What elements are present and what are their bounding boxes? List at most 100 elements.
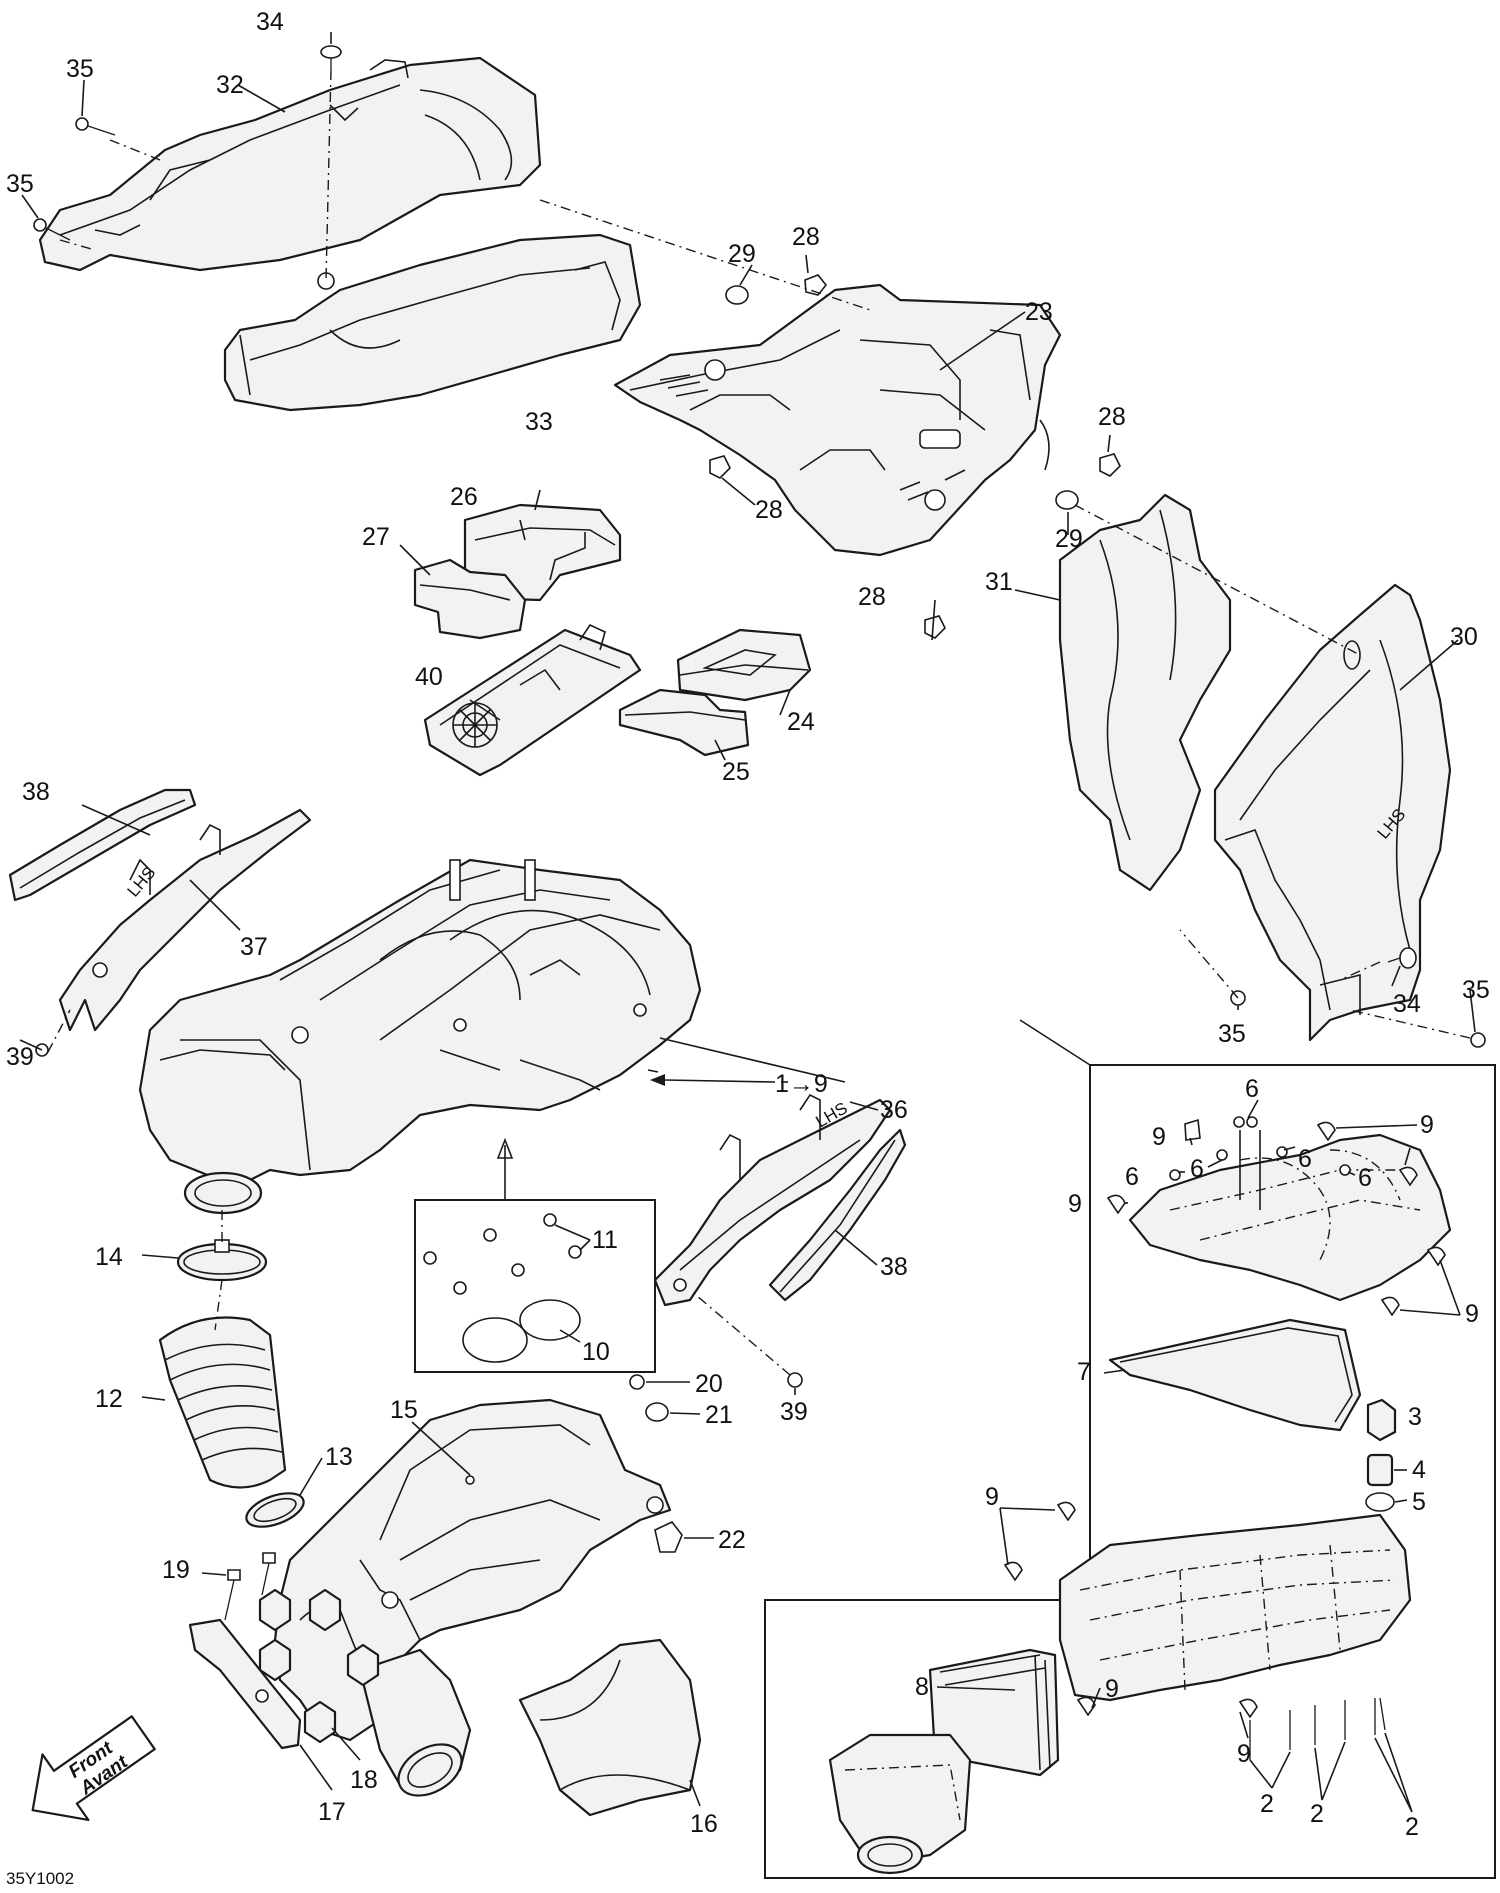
callout-34: 34 (256, 8, 284, 36)
airbox-cover (1128, 1130, 1452, 1302)
callout-11: 11 (592, 1226, 618, 1254)
part-2-screws (1249, 1697, 1386, 1760)
callout-16: 16 (690, 1810, 718, 1838)
callout-2: 2 (1310, 1800, 1324, 1828)
callout-9: 9 (1237, 1740, 1251, 1768)
part-27-foam (413, 558, 527, 640)
callout-38: 38 (880, 1253, 908, 1281)
part-16-filter-bag (518, 1638, 702, 1817)
callout-15: 15 (390, 1396, 418, 1424)
alignment-line (214, 1279, 223, 1331)
callout-20: 20 (695, 1370, 723, 1398)
callout-22: 22 (718, 1526, 746, 1554)
part-23-tray (613, 283, 1062, 557)
part-12-bellows (158, 1316, 287, 1489)
callout-18: 18 (350, 1766, 378, 1794)
callout-6: 6 (1298, 1145, 1312, 1173)
part-25-foam (618, 688, 750, 757)
callout-28: 28 (1098, 403, 1126, 431)
callout-39: 39 (780, 1398, 808, 1426)
callout-13: 13 (325, 1443, 353, 1471)
airbox-inlet (828, 1733, 972, 1875)
alignment-line (689, 1289, 791, 1376)
part-7-gasket-inner (1119, 1327, 1353, 1423)
callout-2: 2 (1260, 1790, 1274, 1818)
part-28-nuts (709, 274, 1121, 639)
callout-17: 17 (318, 1798, 346, 1826)
callout-9: 9 (1465, 1300, 1479, 1328)
callout-40: 40 (415, 663, 443, 691)
callout-12: 12 (95, 1385, 123, 1413)
callout-32: 32 (216, 71, 244, 99)
part-34-fastener-right (1387, 947, 1417, 969)
part-10-o-rings (462, 1299, 581, 1363)
callout-3: 3 (1408, 1403, 1422, 1431)
part-7-gasket (1108, 1318, 1362, 1432)
callout-6: 6 (1125, 1163, 1139, 1191)
callout-35: 35 (6, 170, 34, 198)
airbox-assembly (138, 858, 702, 1215)
part-14-clamp (176, 1239, 268, 1282)
airbox-lower-tray (1058, 1513, 1412, 1702)
alignment-line (1074, 504, 1361, 656)
part-5-o-ring (1365, 1492, 1395, 1512)
leader-lines (19, 32, 1476, 1813)
callout-4: 4 (1412, 1456, 1426, 1484)
part-3-valve (1366, 1398, 1397, 1442)
callout-35: 35 (66, 55, 94, 83)
part-15-lower-airbox (273, 1398, 672, 1797)
svg-text:LHS: LHS (124, 863, 160, 901)
part-36-duct-support: LHS (653, 1093, 892, 1307)
callout-28: 28 (792, 223, 820, 251)
callout-28: 28 (858, 583, 886, 611)
parts-10-11-box (414, 1137, 656, 1373)
airbox-exploded-box (764, 1019, 1496, 1879)
part-32-upper-shroud (38, 56, 542, 290)
callout-2: 2 (1405, 1813, 1419, 1841)
callout-10: 10 (582, 1338, 610, 1366)
callout-26: 26 (450, 483, 478, 511)
part-31-side-panel (1058, 493, 1232, 892)
callout-28: 28 (755, 496, 783, 524)
alignment-line (59, 239, 96, 251)
callout-9: 9 (985, 1483, 999, 1511)
callout-30: 30 (1450, 623, 1478, 651)
part-30-side-shroud: LHS (1213, 583, 1452, 1042)
part-13-clamp (245, 1492, 305, 1528)
airbox-pointer-line (664, 1079, 776, 1083)
callout-39: 39 (6, 1043, 34, 1071)
callout-24: 24 (787, 708, 815, 736)
callout-34: 34 (1393, 990, 1421, 1018)
alignment-line (109, 139, 161, 161)
callout-29: 29 (1055, 525, 1083, 553)
part-18-grommets (258, 1588, 380, 1744)
part-34-fastener-top (320, 45, 342, 70)
callout-6: 6 (1190, 1155, 1204, 1183)
part-9-clips (1003, 1118, 1446, 1719)
callout-36: 36 (880, 1096, 908, 1124)
part-24-foam (676, 628, 812, 702)
callout-5: 5 (1412, 1488, 1426, 1516)
alignment-line (539, 199, 871, 311)
callout-7: 7 (1077, 1358, 1091, 1386)
part-38-strip-right (768, 1128, 907, 1302)
part-21-washer (645, 1402, 669, 1422)
callout-35: 35 (1462, 976, 1490, 1004)
part-22-nut (654, 1521, 683, 1553)
callout-27: 27 (362, 523, 390, 551)
callout-9: 9 (1152, 1123, 1166, 1151)
callout-37: 37 (240, 933, 268, 961)
part-20-ring (629, 1374, 645, 1390)
airbox-pointer-arrowhead (650, 1074, 665, 1086)
callout-6: 6 (1245, 1075, 1259, 1103)
callout-6: 6 (1358, 1164, 1372, 1192)
callout-9: 9 (1068, 1190, 1082, 1218)
callout-1-9: 1→9 (775, 1070, 828, 1098)
part-38-strip-left (8, 788, 197, 902)
diagram-reference-code: 35Y1002 (6, 1869, 74, 1888)
part-17-bracket (188, 1618, 302, 1750)
callout-14: 14 (95, 1243, 123, 1271)
part-29-grommets (725, 285, 1079, 510)
callout-25: 25 (722, 758, 750, 786)
